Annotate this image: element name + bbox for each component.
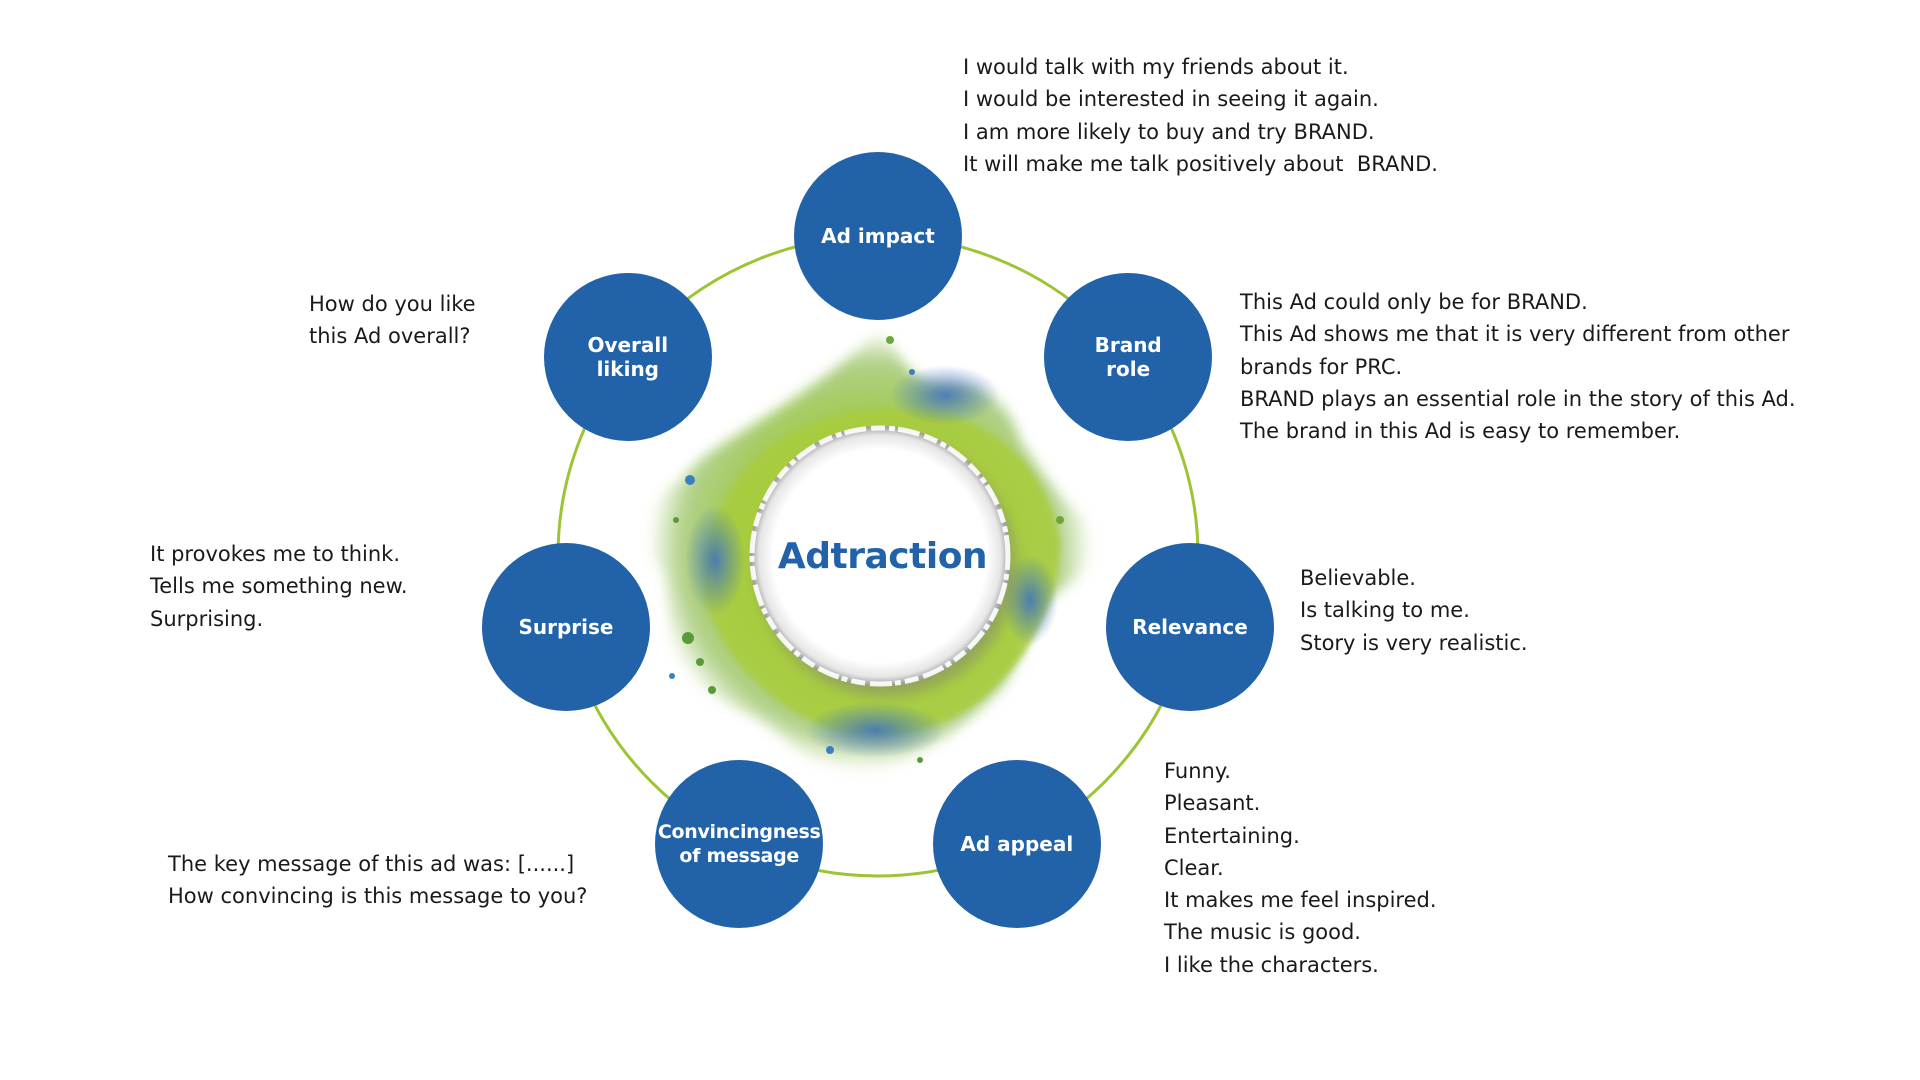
description-line: It provokes me to think. <box>150 542 401 566</box>
splash-blue-right <box>1002 555 1058 645</box>
splash-droplet <box>673 517 679 523</box>
description-convincingness: The key message of this ad was: [......]… <box>168 848 587 913</box>
splash-droplet <box>1056 516 1064 524</box>
description-line: Funny. <box>1164 759 1231 783</box>
description-ad-impact: I would talk with my friends about it. I… <box>963 51 1438 180</box>
description-line: It will make me talk positively about BR… <box>963 151 1438 176</box>
description-line: I would talk with my friends about it. <box>963 55 1349 79</box>
node-relevance: Relevance <box>1106 543 1274 712</box>
node-ad-appeal: Ad appeal <box>932 760 1101 929</box>
description-line: Believable. <box>1300 566 1416 590</box>
center-disc-face <box>750 426 1010 686</box>
node-surprise: Surprise <box>482 543 650 712</box>
splash-droplet <box>685 475 695 485</box>
description-line: This Ad shows me that it is very differe… <box>1240 322 1790 347</box>
node-ad-impact: Ad impact <box>794 152 962 320</box>
node-brand-role: Brand role <box>1044 272 1213 441</box>
center-disc <box>749 425 1016 696</box>
splash-droplet <box>696 658 704 666</box>
splash-droplet <box>909 369 915 375</box>
center-title: Adtraction <box>777 536 988 577</box>
description-line: I like the characters. <box>1164 952 1379 977</box>
node-convincingness: Convincingness of message <box>655 760 824 929</box>
splash-blue-left <box>685 505 745 615</box>
splash-droplet <box>682 632 694 644</box>
description-line: This Ad could only be for BRAND. <box>1240 290 1588 314</box>
description-line: I would be interested in seeing it again… <box>963 87 1379 112</box>
splash-droplet <box>917 757 923 763</box>
node-overall-liking: Overall liking <box>543 272 712 441</box>
center-disc-edge <box>749 425 1011 687</box>
description-line: Entertaining. <box>1164 823 1300 848</box>
description-surprise: It provokes me to think. Tells me someth… <box>150 538 408 635</box>
description-line: The brand in this Ad is easy to remember… <box>1240 419 1681 444</box>
splash-droplet <box>886 336 894 344</box>
description-overall-liking: How do you like this Ad overall? <box>309 288 476 353</box>
description-line: Story is very realistic. <box>1300 630 1528 655</box>
description-line: Surprising. <box>150 606 264 631</box>
splash-droplet <box>826 746 834 754</box>
description-line: Is talking to me. <box>1300 598 1470 623</box>
splash-blue-top <box>890 365 1000 425</box>
description-line: this Ad overall? <box>309 324 471 349</box>
splash-blue-bottom <box>805 702 945 758</box>
splash-droplet <box>669 673 675 679</box>
description-line: How do you like <box>309 292 476 316</box>
description-line: The key message of this ad was: [......] <box>168 852 575 876</box>
description-line: How convincing is this message to you? <box>168 884 588 909</box>
description-brand-role: This Ad could only be for BRAND. This Ad… <box>1240 286 1796 447</box>
description-line: The music is good. <box>1164 920 1361 945</box>
description-line: Pleasant. <box>1164 791 1261 816</box>
description-relevance: Believable. Is talking to me. Story is v… <box>1300 562 1528 659</box>
description-line: Clear. <box>1164 855 1224 880</box>
splash-droplet <box>708 686 716 694</box>
description-line: Tells me something new. <box>150 574 408 599</box>
description-line: brands for PRC. <box>1240 354 1403 379</box>
description-line: BRAND plays an essential role in the sto… <box>1240 386 1796 411</box>
description-ad-appeal: Funny. Pleasant. Entertaining. Clear. It… <box>1164 755 1437 981</box>
description-line: It makes me feel inspired. <box>1164 888 1437 913</box>
description-line: I am more likely to buy and try BRAND. <box>963 119 1375 144</box>
